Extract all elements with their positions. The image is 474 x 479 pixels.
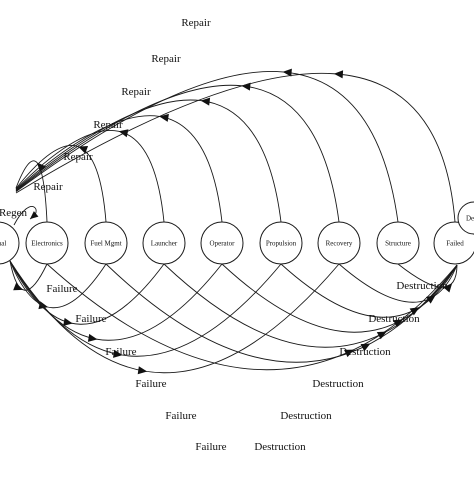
state-node-failed: Failed bbox=[433, 221, 474, 265]
destruction-label: Destruction bbox=[368, 313, 420, 325]
state-circle bbox=[433, 221, 474, 265]
failure-arc bbox=[9, 260, 223, 341]
repair-arrow bbox=[282, 68, 292, 77]
repair-label: Repair bbox=[181, 17, 211, 29]
failure-label: Failure bbox=[165, 410, 196, 422]
failure-arrow bbox=[63, 317, 73, 326]
state-label: Launcher bbox=[151, 240, 178, 248]
failure-arc bbox=[9, 260, 165, 325]
destruction-arrow bbox=[443, 283, 453, 293]
destruction-arrow bbox=[393, 319, 403, 328]
repair-arrow bbox=[333, 70, 344, 79]
destruction-arc bbox=[280, 263, 458, 318]
destruction-label: Destruction bbox=[254, 441, 306, 453]
regen-label: Regen bbox=[0, 207, 28, 219]
failure-label: Failure bbox=[195, 441, 226, 453]
state-node-propulsion: Propulsion bbox=[259, 221, 303, 265]
state-circle bbox=[200, 221, 244, 265]
repair-label: Repair bbox=[63, 151, 93, 163]
failure-arc bbox=[9, 260, 282, 357]
destruction-arc bbox=[46, 263, 458, 371]
failure-arrow bbox=[137, 366, 148, 375]
failure-label: Failure bbox=[75, 313, 106, 325]
state-circle bbox=[84, 221, 128, 265]
destruction-arc bbox=[397, 263, 458, 288]
state-circle bbox=[259, 221, 303, 265]
destruction-label: Destruction bbox=[280, 410, 332, 422]
destruction-arc bbox=[338, 263, 458, 303]
state-nodes: nal Electronics Fuel Mgmt Launcher Operator P… bbox=[0, 201, 474, 265]
repair-label: Repair bbox=[151, 53, 181, 65]
destruction-arrow bbox=[376, 331, 387, 340]
failure-arrow bbox=[113, 349, 123, 358]
state-circle bbox=[0, 221, 20, 265]
repair-arrow bbox=[159, 113, 169, 122]
repair-arc bbox=[15, 145, 107, 223]
destruction-arrow bbox=[409, 307, 420, 316]
state-label: Recovery bbox=[326, 240, 353, 248]
transition-labels: RegenRepairRepairRepairRepairRepairRepai… bbox=[0, 17, 448, 453]
repair-label: Repair bbox=[93, 119, 123, 131]
state-label: Fuel Mgmt bbox=[90, 240, 121, 248]
failure-arc bbox=[9, 260, 48, 291]
failure-arc bbox=[9, 260, 107, 309]
destruction-arrow bbox=[425, 295, 436, 304]
state-label: Electronics bbox=[31, 240, 63, 248]
state-node-electronics: Electronics bbox=[25, 221, 69, 265]
repair-arc bbox=[15, 71, 399, 223]
state-label: De bbox=[466, 215, 474, 223]
repair-arc bbox=[15, 130, 165, 223]
state-label: Propulsion bbox=[266, 240, 297, 248]
state-node-recovery: Recovery bbox=[317, 221, 361, 265]
repair-arrow bbox=[78, 145, 89, 154]
state-circle bbox=[376, 221, 420, 265]
repair-label: Repair bbox=[121, 86, 151, 98]
failure-label: Failure bbox=[105, 346, 136, 358]
regen-arrow bbox=[30, 211, 39, 219]
destruction-label: Destruction bbox=[396, 280, 448, 292]
state-circle bbox=[142, 221, 186, 265]
state-node-fuel-mgmt: Fuel Mgmt bbox=[84, 221, 128, 265]
failure-arc bbox=[9, 260, 340, 374]
repair-arrow bbox=[36, 162, 46, 172]
state-circle bbox=[457, 201, 474, 235]
failure-label: Failure bbox=[46, 283, 77, 295]
failure-arrow bbox=[87, 333, 98, 342]
state-node-nominal: nal bbox=[0, 221, 20, 265]
state-node-launcher: Launcher bbox=[142, 221, 186, 265]
state-node-structure: Structure bbox=[376, 221, 420, 265]
destruction-label: Destruction bbox=[339, 346, 391, 358]
destruction-label: Destruction bbox=[312, 378, 364, 390]
failure-label: Failure bbox=[135, 378, 166, 390]
destruction-arc bbox=[163, 263, 458, 348]
failure-arrow bbox=[13, 282, 24, 291]
destruction-arrow bbox=[360, 343, 371, 352]
transition-edges bbox=[9, 68, 458, 375]
repair-arrow bbox=[200, 97, 211, 106]
state-label: Failed bbox=[446, 240, 464, 248]
state-node-destroyed: De bbox=[457, 201, 474, 235]
state-label: nal bbox=[0, 240, 6, 248]
state-label: Structure bbox=[385, 240, 411, 248]
state-node-operator: Operator bbox=[200, 221, 244, 265]
destruction-arc bbox=[221, 263, 458, 333]
repair-label: Repair bbox=[33, 181, 63, 193]
state-circle bbox=[317, 221, 361, 265]
state-circle bbox=[25, 221, 69, 265]
state-label: Operator bbox=[210, 240, 236, 248]
